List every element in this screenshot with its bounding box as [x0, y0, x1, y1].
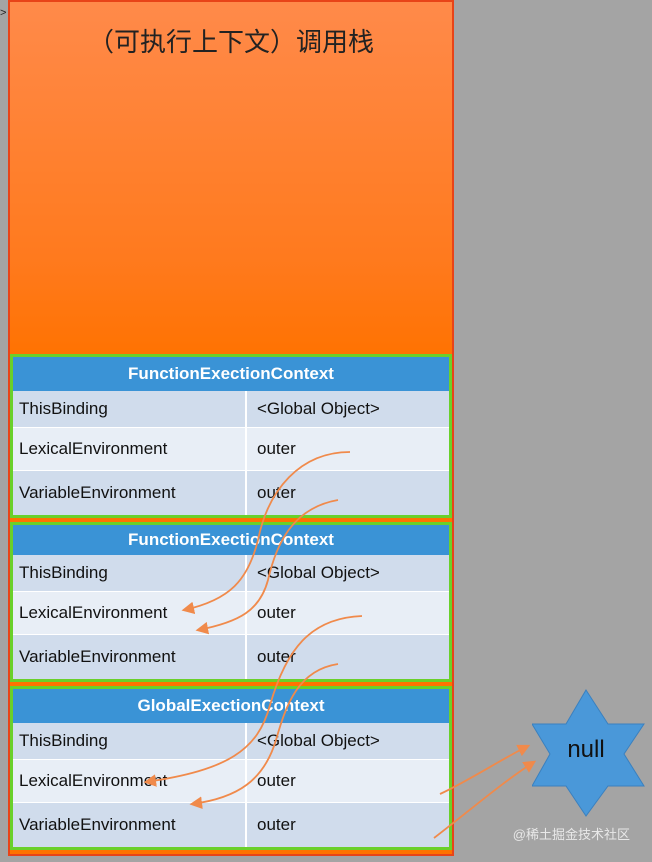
row-value: outer	[247, 803, 449, 847]
row-value: outer	[247, 471, 449, 515]
row-key: ThisBinding	[13, 723, 247, 759]
table-row: VariableEnvironment outer	[13, 470, 449, 515]
row-value: outer	[247, 428, 449, 470]
row-value: outer	[247, 592, 449, 634]
row-value: <Global Object>	[247, 391, 449, 427]
row-value: outer	[247, 760, 449, 802]
row-key: LexicalEnvironment	[13, 760, 247, 802]
table-row: ThisBinding <Global Object>	[13, 723, 449, 759]
row-value: <Global Object>	[247, 555, 449, 591]
row-key: LexicalEnvironment	[13, 592, 247, 634]
null-star-icon	[532, 689, 645, 817]
context-header: FunctionExectionContext	[13, 525, 449, 555]
context-header: FunctionExectionContext	[13, 357, 449, 391]
function-execution-context-1: FunctionExectionContext ThisBinding <Glo…	[10, 354, 452, 518]
row-key: VariableEnvironment	[13, 471, 247, 515]
table-row: ThisBinding <Global Object>	[13, 555, 449, 591]
context-header: GlobalExectionContext	[13, 689, 449, 723]
row-value: outer	[247, 635, 449, 679]
watermark: @稀土掘金技术社区	[512, 827, 630, 842]
corner-mark: >	[0, 7, 7, 19]
table-row: LexicalEnvironment outer	[13, 427, 449, 470]
global-execution-context: GlobalExectionContext ThisBinding <Globa…	[10, 686, 452, 850]
row-key: ThisBinding	[13, 555, 247, 591]
function-execution-context-2: FunctionExectionContext ThisBinding <Glo…	[10, 522, 452, 682]
row-key: VariableEnvironment	[13, 635, 247, 679]
row-key: VariableEnvironment	[13, 803, 247, 847]
row-value: <Global Object>	[247, 723, 449, 759]
null-node-label: null	[567, 736, 605, 763]
row-key: ThisBinding	[13, 391, 247, 427]
row-key: LexicalEnvironment	[13, 428, 247, 470]
table-row: LexicalEnvironment outer	[13, 759, 449, 802]
call-stack-title: （可执行上下文）调用栈	[87, 28, 374, 58]
table-row: VariableEnvironment outer	[13, 634, 449, 679]
table-row: ThisBinding <Global Object>	[13, 391, 449, 427]
table-row: LexicalEnvironment outer	[13, 591, 449, 634]
table-row: VariableEnvironment outer	[13, 802, 449, 847]
